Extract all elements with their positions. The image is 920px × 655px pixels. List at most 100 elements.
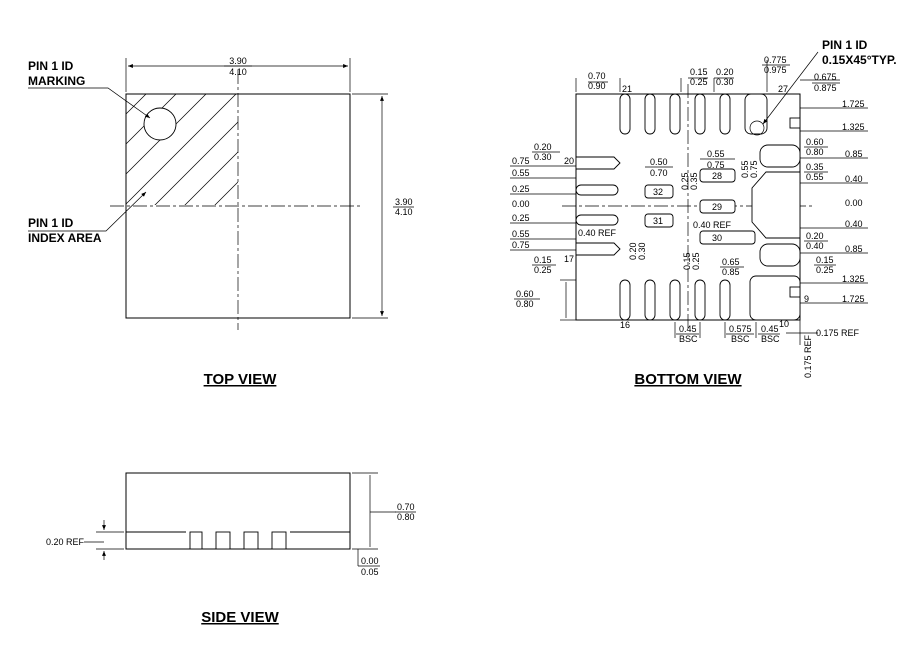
bottom-right-dims: 1.725 1.325 0.60 0.80 0.85 0.35 0.55 0.4… (800, 99, 868, 304)
pad-30 (699, 230, 756, 245)
side-lead (215, 531, 231, 550)
pad (575, 214, 619, 226)
dim-right-3: 0.60 (806, 137, 824, 147)
pin-number-9: 9 (804, 294, 809, 304)
bottom-top-dims: 0.70 0.90 0.15 0.25 0.20 0.30 0.775 0.97… (575, 55, 840, 93)
top-view: 3.90 4.10 3.90 4.10 PIN 1 ID MARKING PIN… (28, 56, 414, 388)
width-dim-max: 4.10 (229, 67, 247, 77)
pad (719, 279, 731, 321)
dim-left-000: 0.00 (512, 199, 530, 209)
side-lead (189, 531, 203, 550)
pin1-marking-label-1: PIN 1 ID (28, 59, 74, 73)
pad (694, 93, 706, 135)
pad (694, 279, 706, 321)
pad-number-31: 31 (653, 216, 663, 226)
dim-right-14: 0.15 (816, 255, 834, 265)
corner-pad (749, 275, 801, 321)
dim-left-055b: 0.55 (512, 229, 530, 239)
pin1-marking-leader (28, 87, 151, 119)
pad (619, 279, 631, 321)
bottom-view: 32 28 29 31 30 21 27 20 17 16 10 9 PIN 1… (510, 38, 897, 388)
pin-number-27: 27 (778, 84, 788, 94)
dim-right-7: 0.55 (806, 172, 824, 182)
dim-right-15: 0.25 (816, 265, 834, 275)
pin1-note-label-2: 0.15X45°TYP. (822, 53, 897, 67)
dim-bot-2-val: 0.575 (729, 324, 752, 334)
side-lead (271, 531, 287, 550)
dim-top-5-max: 0.875 (814, 83, 837, 93)
dim-top-5-min: 0.675 (814, 72, 837, 82)
pad-29 (699, 199, 736, 214)
pad (669, 279, 681, 321)
pad (751, 171, 801, 239)
dim-top-3-min: 0.20 (716, 67, 734, 77)
top-view-title: TOP VIEW (204, 371, 278, 388)
dim-v2-min: 0.55 (740, 160, 750, 178)
dim-right-6: 0.35 (806, 162, 824, 172)
pad-31 (644, 213, 674, 228)
bottom-bottom-dims: 0.45 BSC 0.575 BSC 0.45 BSC 0.175 REF 0.… (674, 320, 860, 378)
dim-left-025b: 0.25 (512, 213, 530, 223)
dim-right-10: 0.40 (845, 219, 863, 229)
right-pad-column (751, 117, 801, 298)
pad (575, 184, 619, 196)
pin-number-10: 10 (779, 319, 789, 329)
pin1-marking-circle (143, 107, 177, 141)
dim-w2-max: 0.75 (707, 160, 725, 170)
pad (669, 93, 681, 135)
bottom-left-dims: 0.20 0.30 0.75 0.55 0.25 0.00 0.25 0.55 … (510, 142, 576, 321)
pad (789, 286, 801, 298)
dim-right-12: 0.40 (806, 241, 824, 251)
pad-17 (575, 242, 621, 256)
pad (759, 243, 801, 267)
pin1-marking-label-2: MARKING (28, 74, 85, 88)
pad-28 (699, 168, 736, 183)
dim-left-10-max: 0.80 (516, 299, 534, 309)
dim-top-1-min: 0.70 (588, 71, 606, 81)
side-body (125, 472, 351, 550)
dim-top-2-min: 0.15 (690, 67, 708, 77)
side-lead (243, 531, 259, 550)
dim-right-16: 1.325 (842, 274, 865, 284)
pin1-index-label-2: INDEX AREA (28, 231, 102, 245)
dim-top-3-max: 0.30 (716, 77, 734, 87)
corner-pad (744, 93, 768, 135)
pin1-index-label-1: PIN 1 ID (28, 216, 74, 230)
pin1-note-leader (762, 51, 819, 125)
bottom-view-title: BOTTOM VIEW (634, 371, 742, 388)
pad-number-28: 28 (712, 171, 722, 181)
dim-left-055: 0.55 (512, 168, 530, 178)
dim-left-9-max: 0.25 (534, 265, 552, 275)
pad-number-29: 29 (712, 202, 722, 212)
bottom-inner-dims: 0.50 0.70 0.55 0.75 0.25 0.35 0.55 0.75 … (578, 149, 759, 277)
dim-left-075: 0.75 (512, 156, 530, 166)
pad-20 (575, 156, 621, 170)
left-pad-column (575, 156, 621, 256)
dim-ref-h: 0.175 REF (816, 328, 860, 338)
pad (759, 144, 801, 168)
top-pad-row (619, 93, 768, 135)
pad (619, 93, 631, 135)
dim-v1-max: 0.35 (689, 172, 699, 190)
dim-right-2: 1.325 (842, 122, 865, 132)
dim-ref-v: 0.175 REF (803, 334, 813, 378)
dim-right-13: 0.85 (845, 244, 863, 254)
bottom-pad-row (619, 275, 801, 321)
pin-number-20: 20 (564, 156, 574, 166)
side-view-title: SIDE VIEW (201, 609, 279, 626)
dim-v4-min: 0.15 (682, 252, 692, 270)
height-dim-max: 4.10 (395, 207, 413, 217)
side-view: 0.70 0.80 0.00 0.05 0.20 REF SIDE VIEW (46, 472, 416, 626)
dim-065-max: 0.85 (722, 267, 740, 277)
pad (644, 279, 656, 321)
dim-right-1: 1.725 (842, 99, 865, 109)
dim-top-1-max: 0.90 (588, 81, 606, 91)
dim-v3-max: 0.30 (637, 242, 647, 260)
pad-32 (644, 184, 674, 199)
dim-v1-min: 0.25 (680, 172, 690, 190)
dim-right-5: 0.85 (845, 149, 863, 159)
dim-left-9-min: 0.15 (534, 255, 552, 265)
side-height-max: 0.80 (397, 512, 415, 522)
pin1-corner-circle (749, 120, 765, 136)
